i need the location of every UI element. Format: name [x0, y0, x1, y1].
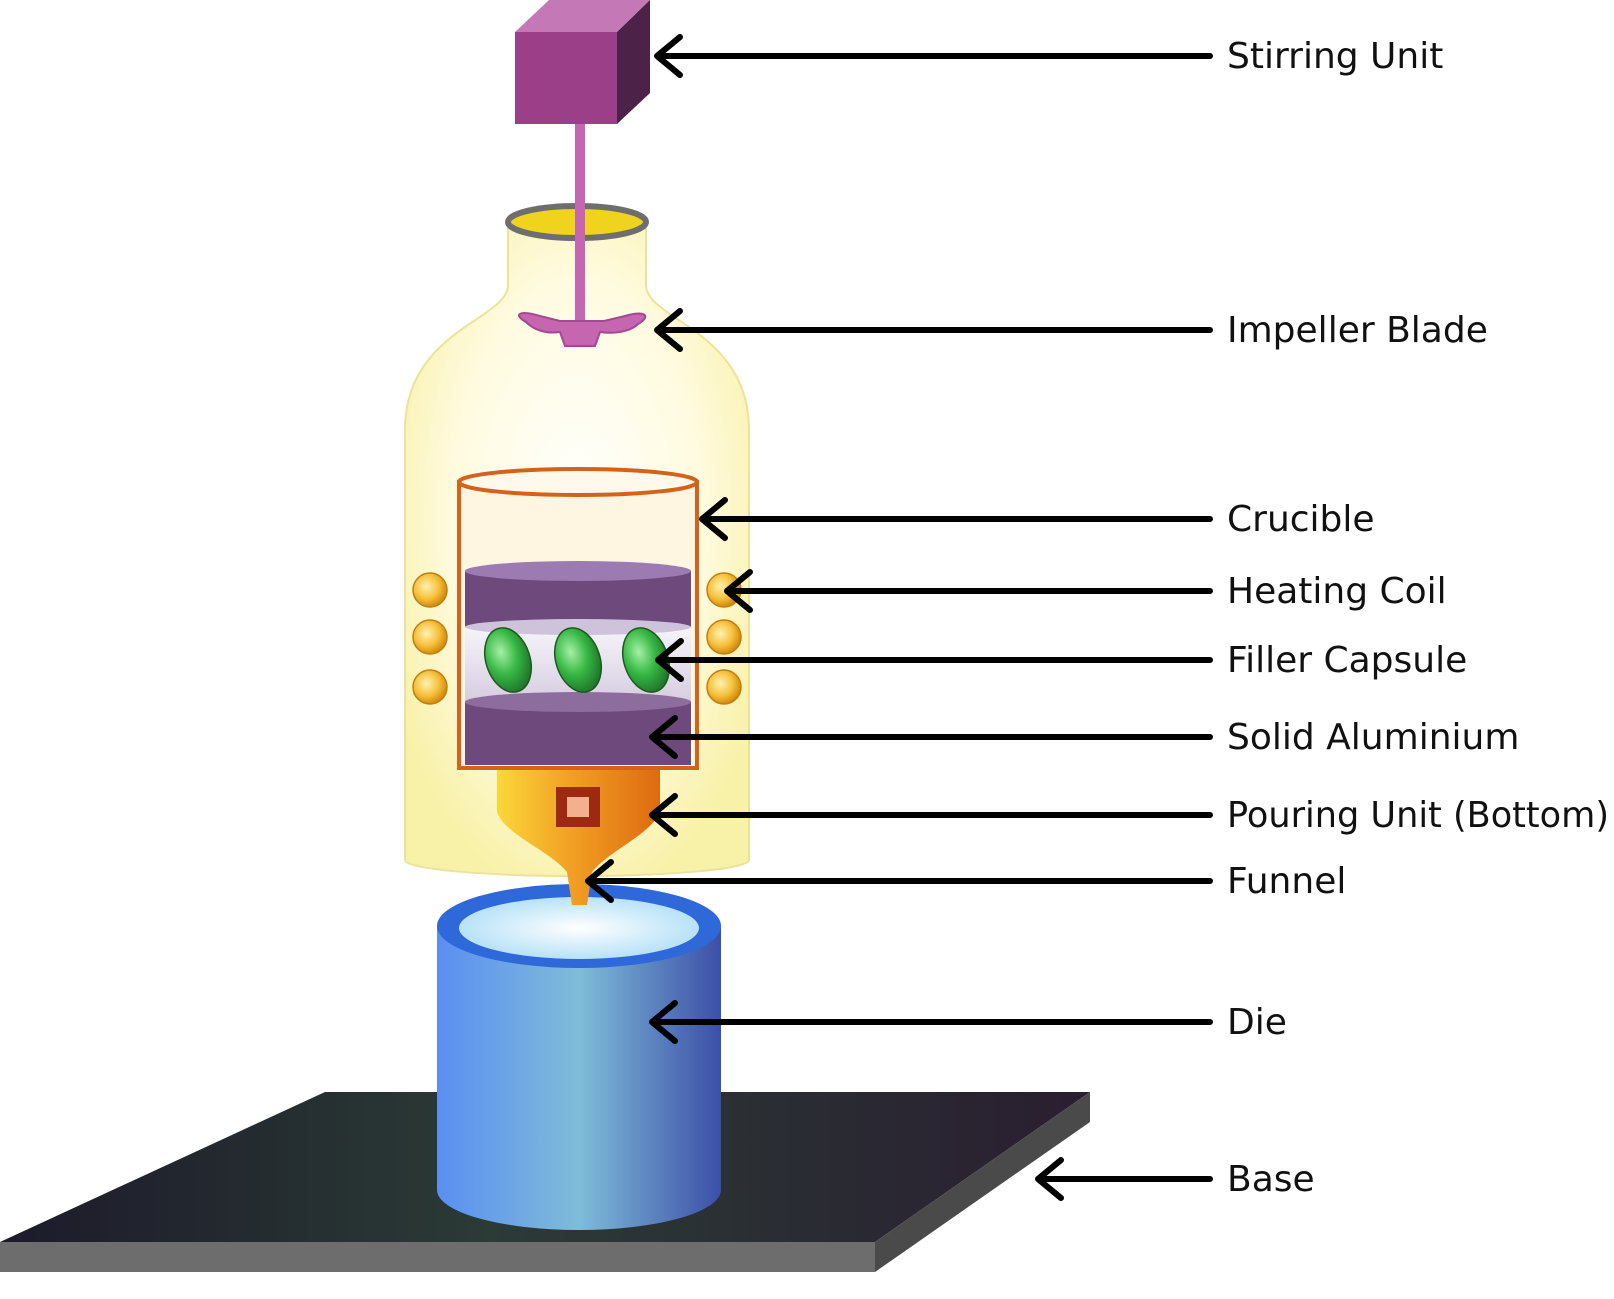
stirrer-shaft	[575, 124, 585, 324]
heating-coil-left	[412, 572, 448, 705]
label-crucible: Crucible	[1227, 499, 1375, 540]
arrow-impeller-blade	[654, 308, 1213, 352]
impeller-blade	[518, 312, 647, 347]
arrow-stirring-unit	[654, 34, 1213, 78]
label-impeller-blade: Impeller Blade	[1227, 310, 1488, 351]
arrow-die	[649, 1000, 1213, 1044]
stirring-unit	[515, 0, 650, 124]
arrow-crucible	[699, 497, 1213, 541]
leader-arrows	[585, 34, 1213, 1201]
label-filler-capsule: Filler Capsule	[1227, 640, 1467, 681]
filler-capsules	[483, 627, 671, 693]
die	[437, 884, 721, 1230]
arrow-heating-coil	[724, 569, 1213, 613]
arrow-pouring-unit	[649, 793, 1213, 837]
arrow-filler-capsule	[655, 638, 1213, 682]
arrow-solid-aluminium	[649, 715, 1213, 759]
label-funnel: Funnel	[1227, 861, 1346, 902]
label-solid-aluminium: Solid Aluminium	[1227, 717, 1519, 758]
label-pouring-unit: Pouring Unit (Bottom)	[1227, 795, 1609, 836]
label-heating-coil: Heating Coil	[1227, 571, 1447, 612]
pouring-unit	[497, 768, 660, 905]
label-base: Base	[1227, 1159, 1315, 1200]
arrow-funnel	[585, 859, 1213, 903]
arrow-base	[1035, 1157, 1213, 1201]
label-die: Die	[1227, 1002, 1287, 1043]
label-stirring-unit: Stirring Unit	[1227, 36, 1443, 77]
heating-coil-right	[706, 572, 742, 705]
